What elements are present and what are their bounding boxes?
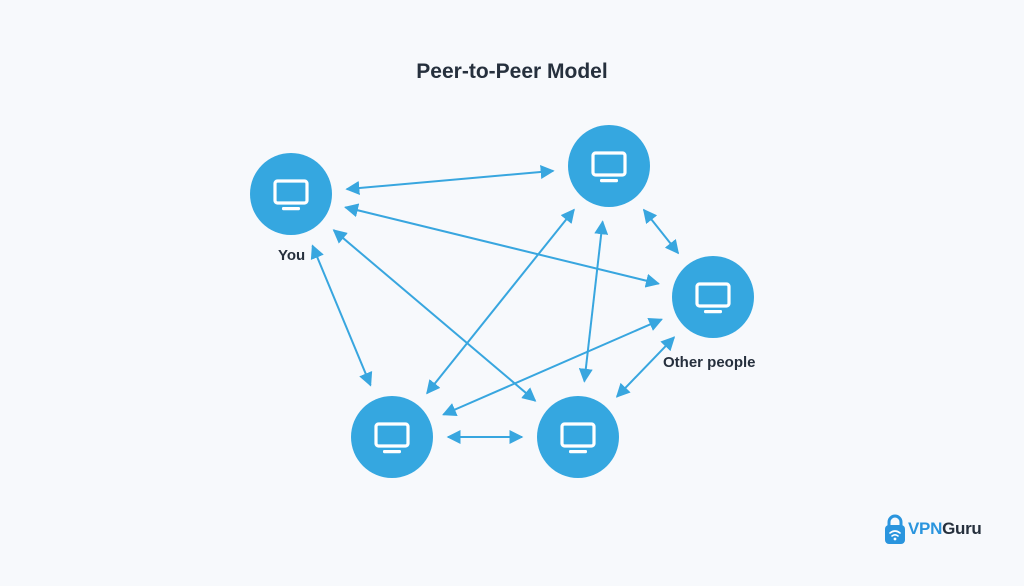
arrow-top-right-right	[642, 208, 680, 255]
node-right	[672, 256, 754, 338]
arrow-you-bottom-left	[310, 244, 373, 387]
node-bottom-left	[351, 396, 433, 478]
monitor-icon	[591, 151, 627, 183]
vpnguru-logo: VPNGuru	[884, 513, 982, 545]
arrow-you-right	[344, 203, 660, 288]
other-people-label: Other people	[663, 354, 756, 371]
logo-text: VPNGuru	[908, 519, 982, 539]
node-you	[250, 153, 332, 235]
page-title: Peer-to-Peer Model	[416, 60, 608, 83]
node-bottom-right	[537, 396, 619, 478]
padlock-wifi-icon	[884, 513, 906, 545]
node-circle	[672, 256, 754, 338]
node-circle	[250, 153, 332, 235]
monitor-icon	[560, 422, 596, 454]
arrow-top-right-bottom-left	[426, 208, 575, 395]
arrow-you-bottom-right	[332, 229, 537, 402]
node-circle	[537, 396, 619, 478]
monitor-icon	[695, 282, 731, 314]
node-circle	[351, 396, 433, 478]
node-circle	[568, 125, 650, 207]
logo-guru-text: Guru	[942, 519, 982, 538]
arrow-right-bottom-left	[442, 318, 663, 416]
you-label: You	[278, 247, 306, 264]
arrow-you-top-right	[345, 165, 555, 195]
logo-vpn-text: VPN	[908, 519, 943, 538]
monitor-icon	[273, 179, 309, 211]
node-top-right	[568, 125, 650, 207]
arrow-right-bottom-right	[615, 336, 676, 398]
monitor-icon	[374, 422, 410, 454]
arrow-top-right-bottom-right	[578, 220, 609, 383]
